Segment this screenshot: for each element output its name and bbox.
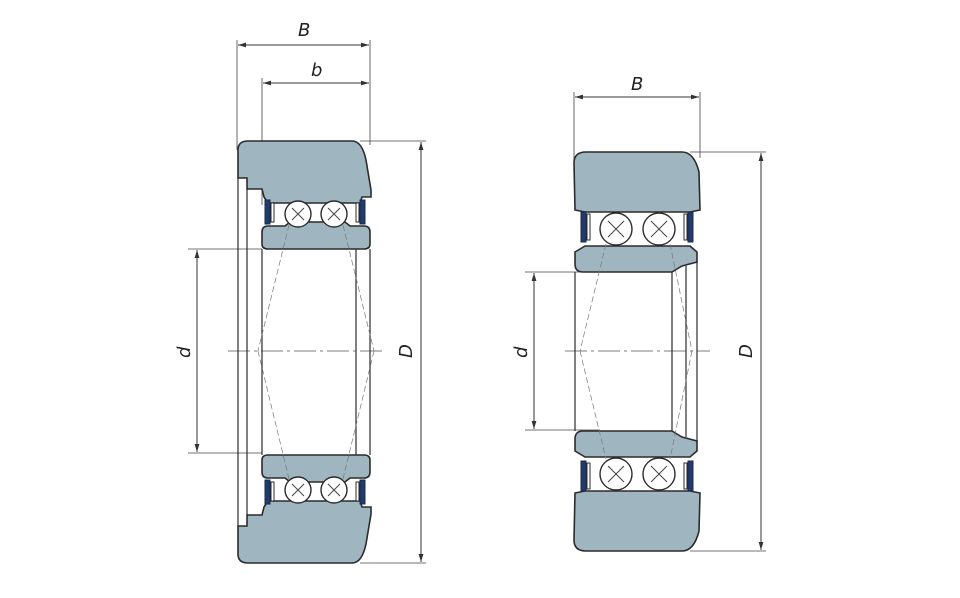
right-inner-ring-top <box>574 245 698 273</box>
left-inner-ring-bottom <box>261 454 371 483</box>
right-seal-bottom-right <box>687 460 694 492</box>
right-bearing-drawing: B d D <box>511 74 766 552</box>
right-ball-top-1 <box>599 212 633 246</box>
right-outer-ring-bottom <box>573 490 701 552</box>
left-contact-lines <box>257 224 375 480</box>
right-ball-bottom-2 <box>642 457 676 491</box>
right-ball-top-2 <box>642 212 676 246</box>
right-label-B: B <box>631 74 643 95</box>
left-ball-top-1 <box>284 200 312 228</box>
left-label-D: D <box>396 344 417 358</box>
left-ball-top-2 <box>320 200 348 228</box>
right-inner-ring-bottom <box>574 430 698 458</box>
right-label-D: D <box>736 344 757 358</box>
left-inner-ring-top <box>261 221 371 250</box>
left-label-b: b <box>311 60 322 81</box>
left-seal-top-left <box>264 199 271 225</box>
left-outer-ring-bottom <box>237 500 372 564</box>
left-seal-bottom-right <box>359 479 366 505</box>
right-contact-lines <box>579 243 693 460</box>
left-ball-bottom-2 <box>320 476 348 504</box>
left-seal-bottom-left <box>264 479 271 505</box>
left-label-d: d <box>174 346 195 358</box>
left-outer-ring-top <box>237 140 372 204</box>
right-outer-ring-top <box>573 151 701 213</box>
left-seal-top-right <box>359 199 366 225</box>
right-seal-top-right <box>687 211 694 243</box>
right-ball-bottom-1 <box>599 457 633 491</box>
right-seal-top-left <box>580 211 587 243</box>
right-seal-bottom-left <box>580 460 587 492</box>
left-label-B: B <box>298 20 310 41</box>
left-bearing-drawing: B b d D <box>174 20 426 564</box>
right-label-d: d <box>511 346 532 358</box>
left-ball-bottom-1 <box>284 476 312 504</box>
